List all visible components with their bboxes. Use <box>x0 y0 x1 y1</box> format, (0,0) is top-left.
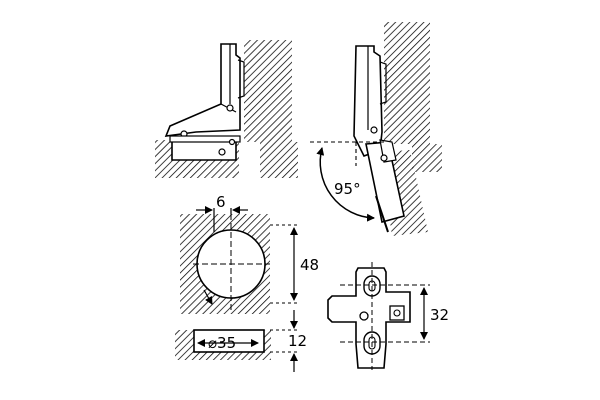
hinge-arm <box>164 43 241 137</box>
cabinet-wall <box>244 40 292 142</box>
opening-angle-arc <box>316 147 375 222</box>
mounting-plate <box>327 267 411 369</box>
open-hinge-view: 95° <box>310 22 442 236</box>
edge-offset-label: 6 <box>216 193 226 211</box>
cabinet-wall-right <box>384 22 430 144</box>
hinge-cup <box>171 139 237 161</box>
door-thickness-view: ⌀35 12 <box>175 310 307 372</box>
plate-spacing-label: 32 <box>430 306 449 324</box>
cup-depth-label: 48 <box>300 256 319 274</box>
mounting-plate-view: 32 <box>327 262 449 370</box>
door-thickness-label: 12 <box>288 332 307 350</box>
side-panel-section-right <box>412 144 442 172</box>
closed-hinge-view <box>155 40 298 178</box>
side-panel-section <box>260 142 298 178</box>
cup-diameter-label: ⌀35 <box>208 334 236 352</box>
cup-bore-view: 6 48 <box>180 193 319 314</box>
opening-angle-label: 95° <box>334 180 361 198</box>
